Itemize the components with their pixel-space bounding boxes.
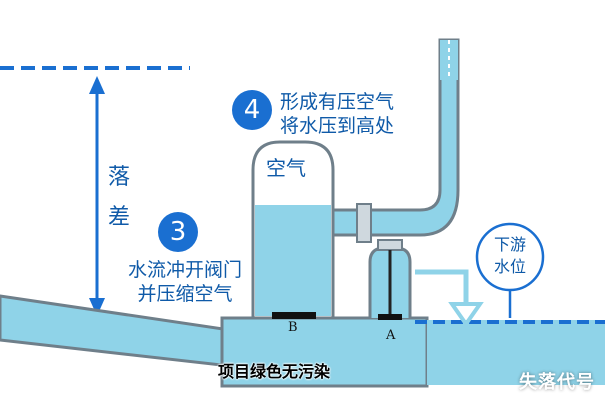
valve-chamber [220, 316, 429, 388]
valve-b-label: B [288, 320, 298, 335]
air-chamber-water [255, 205, 331, 316]
waste-flow-arrowhead [448, 302, 484, 328]
downstream-water [427, 320, 605, 385]
inlet-pipe [0, 294, 232, 368]
step3-badge: 3 [158, 212, 198, 252]
waste-flow-arrow [415, 269, 469, 304]
step3-text: 水流冲开阀门 并压缩空气 [127, 259, 242, 305]
drop-head-arrow [89, 76, 105, 316]
air-label: 空气 [266, 156, 306, 180]
pipe-coupling [356, 203, 372, 243]
step4-text: 形成有压空气 将水压到高处 [280, 91, 395, 137]
downstream-level-label: 下游 水位 [493, 235, 526, 276]
waste-valve-cap [377, 239, 403, 251]
caption-text: 项目绿色无污染 [218, 362, 331, 381]
valve-a-label: A [386, 328, 396, 343]
check-valve-disc [272, 312, 316, 319]
step4-badge: 4 [232, 90, 272, 130]
drop-head-label: 落 差 [108, 165, 131, 230]
waste-valve-disc [378, 314, 402, 320]
watermark: 失落代号 [519, 372, 595, 393]
